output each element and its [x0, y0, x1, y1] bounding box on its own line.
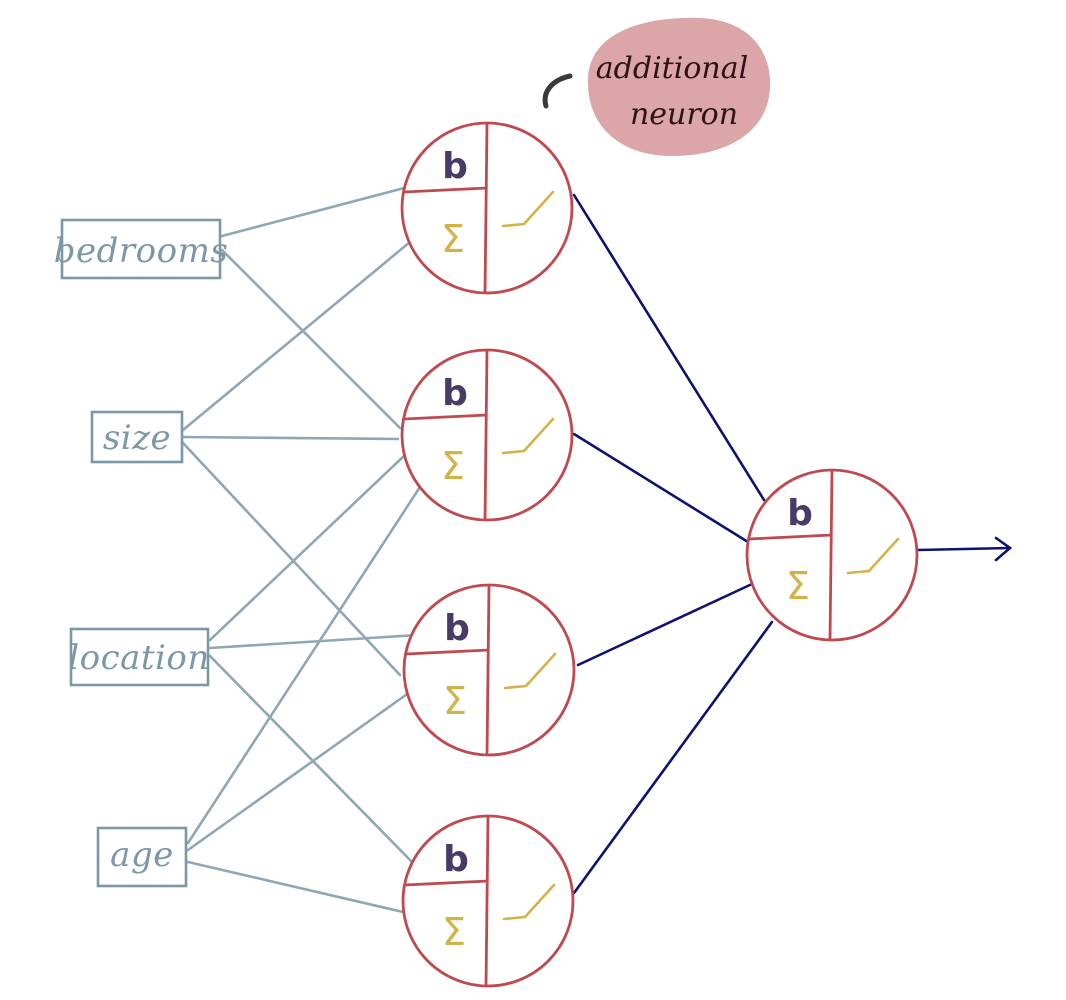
- edge-bedrooms-h1: [220, 185, 410, 238]
- input-connections: [181, 185, 422, 914]
- neuron-vertical-divider: [485, 584, 491, 756]
- input-node-age: age: [96, 826, 188, 888]
- input-node-location: location: [68, 627, 210, 687]
- relu-activation-icon: [501, 190, 555, 228]
- callout-pointer-mark: [542, 73, 573, 109]
- output-arrow-shaft: [916, 546, 1012, 552]
- edge-location-h3: [208, 633, 420, 650]
- edge-location-h4: [208, 654, 414, 864]
- hidden-neuron-2: b Σ: [400, 348, 574, 522]
- neuron-bias-label: b: [442, 146, 468, 187]
- hidden-neuron-4: b Σ: [401, 814, 575, 988]
- input-layer: bedrooms size location age: [54, 218, 229, 888]
- edge-age-h4: [186, 860, 405, 914]
- neuron-sum-label: Σ: [441, 217, 465, 261]
- neuron-sum-label: Σ: [441, 444, 465, 488]
- relu-activation-icon: [846, 537, 900, 575]
- output-connections: [572, 193, 1013, 895]
- edge-location-h2: [208, 453, 407, 642]
- neuron-vertical-divider: [828, 469, 834, 641]
- neuron-horizontal-divider: [748, 533, 833, 541]
- input-label-size: size: [103, 418, 171, 458]
- edge-size-h3: [181, 441, 402, 677]
- neuron-layer: b Σ b Σ b Σ b Σ b Σ: [400, 121, 919, 988]
- neuron-sum-label: Σ: [786, 564, 810, 608]
- relu-activation-icon: [502, 883, 556, 921]
- edge-size-h1: [181, 240, 412, 432]
- additional-neuron-callout: additional neuron: [542, 17, 771, 156]
- callout-text-line1: additional: [596, 51, 748, 86]
- edge-bedrooms-h2: [220, 248, 402, 430]
- neuron-vertical-divider: [484, 815, 490, 987]
- input-label-age: age: [110, 835, 174, 875]
- relu-activation-icon: [503, 652, 557, 690]
- output-arrow-head-icon: [994, 536, 1013, 562]
- edge-size-h2: [181, 435, 400, 441]
- neuron-sum-label: Σ: [443, 679, 467, 723]
- neuron-sum-label: Σ: [442, 910, 466, 954]
- input-label-location: location: [68, 638, 210, 678]
- edge-h4-out: [572, 620, 774, 895]
- edge-h1-out: [572, 193, 766, 502]
- neuron-bias-label: b: [787, 493, 813, 534]
- input-node-size: size: [90, 410, 184, 464]
- neuron-horizontal-divider: [403, 186, 488, 194]
- neuron-horizontal-divider: [405, 648, 490, 656]
- edge-h3-out: [576, 582, 754, 667]
- relu-activation-icon: [501, 417, 555, 455]
- edge-age-h2: [186, 485, 422, 845]
- neuron-vertical-divider: [483, 349, 489, 521]
- neuron-horizontal-divider: [403, 413, 488, 421]
- neuron-horizontal-divider: [404, 879, 489, 887]
- neuron-vertical-divider: [483, 122, 489, 294]
- neuron-bias-label: b: [442, 373, 468, 414]
- hidden-neuron-3: b Σ: [402, 583, 576, 757]
- neuron-bias-label: b: [444, 608, 470, 649]
- edge-age-h3: [186, 690, 412, 852]
- output-neuron: b Σ: [745, 468, 919, 642]
- neuron-bias-label: b: [443, 839, 469, 880]
- edge-h2-out: [572, 432, 750, 544]
- callout-bubble: [587, 17, 771, 156]
- input-node-bedrooms: bedrooms: [54, 218, 229, 280]
- input-label-bedrooms: bedrooms: [54, 231, 229, 271]
- callout-text-line2: neuron: [630, 97, 738, 132]
- hidden-neuron-1: b Σ: [400, 121, 574, 295]
